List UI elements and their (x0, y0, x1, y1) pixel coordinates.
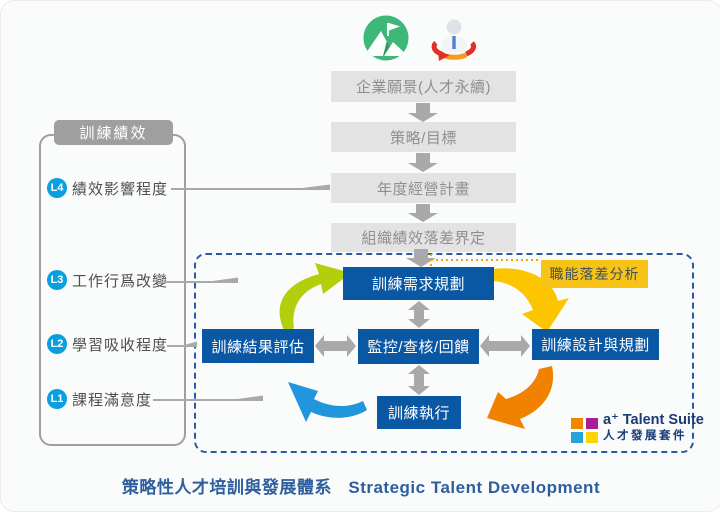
level-row-l1: L1 課程滿意度 (47, 388, 152, 410)
yellow-cycle-arrow (492, 268, 569, 332)
logo-square-purple (586, 418, 598, 429)
l4-connector-head (286, 184, 330, 190)
cycle-box-execution: 訓練執行 (377, 396, 461, 429)
level-label-l3: 工作行爲改變 (72, 272, 169, 290)
level-label-l4: 績效影響程度 (72, 180, 169, 198)
down-arrow-2 (408, 153, 438, 172)
down-arrow-1 (408, 103, 438, 122)
training-performance-title: 訓練績效 (54, 120, 173, 145)
orange-cycle-arrow (487, 366, 554, 429)
h-double-arrow-right (480, 335, 530, 357)
logo-square-blue (571, 432, 583, 443)
level-row-l3: L3 工作行爲改變 (47, 269, 168, 291)
cycle-box-evaluation: 訓練結果評估 (202, 329, 314, 363)
cycle-box-needs: 訓練需求規劃 (343, 267, 494, 300)
level-row-l4: L4 績效影響程度 (47, 177, 168, 199)
logo-square-yellow (586, 432, 598, 443)
cycle-box-monitor: 監控/查核/回饋 (358, 329, 479, 364)
flag-mountain-icon (363, 15, 409, 61)
training-cycle-region (194, 253, 694, 453)
flow-box-strategy: 策略/目標 (331, 122, 516, 152)
person-cycle-icon (431, 19, 477, 61)
logo-squares (571, 418, 598, 443)
page-title: 策略性人才培訓與發展體系 Strategic Talent Developmen… (1, 473, 720, 498)
logo-brand-name: a⁺ Talent Suite (603, 412, 704, 428)
level-label-l2: 學習吸收程度 (72, 336, 169, 354)
l2-connector-head (177, 341, 197, 347)
flow-box-annual-plan: 年度經營計畫 (331, 173, 516, 203)
level-label-l1: 課程滿意度 (72, 391, 153, 409)
flow-box-performance-gap: 組織績效落差界定 (331, 223, 516, 252)
cycle-box-design: 訓練設計與規劃 (532, 329, 659, 360)
l1-connector-head (223, 395, 263, 401)
logo-text-block: a⁺ Talent Suite 人才發展套件 (603, 413, 704, 443)
level-badge-l3: L3 (47, 270, 67, 290)
page-title-en: Strategic Talent Development (348, 478, 601, 497)
level-row-l2: L2 學習吸收程度 (47, 333, 168, 355)
logo-square-orange (571, 418, 583, 429)
down-arrow-3 (408, 204, 438, 222)
v-double-arrow-top (408, 301, 430, 328)
v-double-arrow-bottom (408, 365, 430, 395)
level-badge-l1: L1 (47, 389, 67, 409)
down-arrow-4 (406, 249, 436, 267)
h-double-arrow-left (315, 335, 356, 357)
lime-cycle-arrow (279, 263, 351, 334)
logo-brand-subtitle: 人才發展套件 (603, 430, 687, 442)
l3-connector-head (198, 277, 238, 283)
level-badge-l4: L4 (47, 178, 67, 198)
blue-cycle-arrow (288, 382, 367, 422)
page-title-zh: 策略性人才培訓與發展體系 (121, 478, 332, 497)
flow-box-vision: 企業願景(人才永續) (331, 71, 516, 102)
gap-analysis-box: 職能落差分析 (541, 260, 648, 288)
level-badge-l2: L2 (47, 334, 67, 354)
